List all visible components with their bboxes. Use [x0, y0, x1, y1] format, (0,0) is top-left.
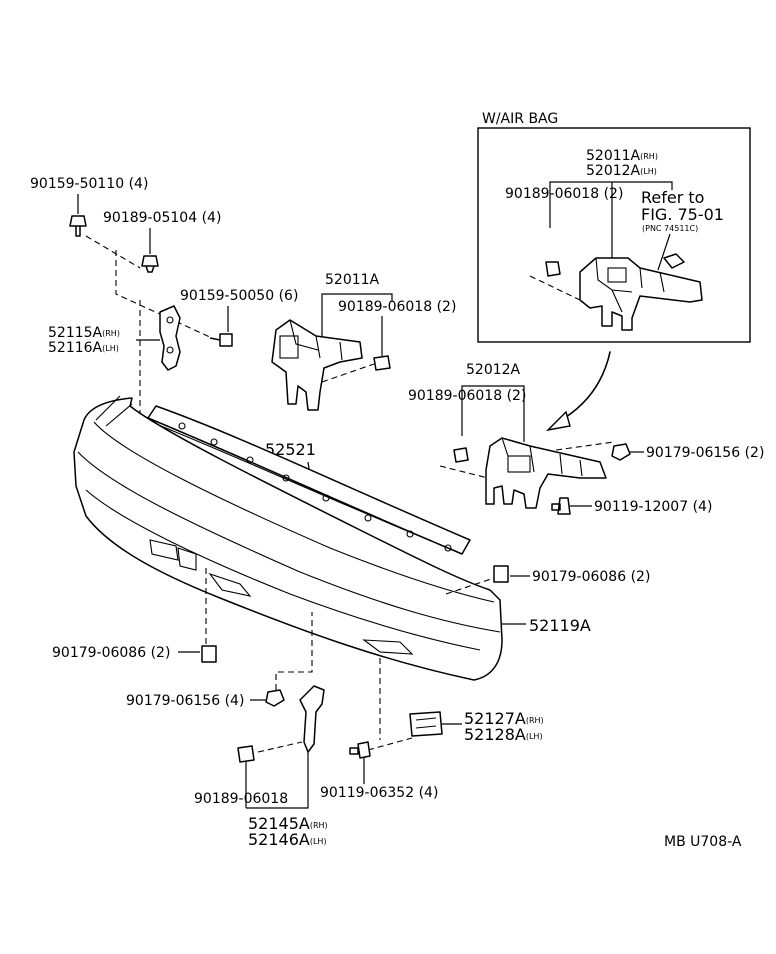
label-52146A: 52146A(LH) [248, 830, 327, 849]
reinforcement-52521: 52521 [147, 405, 471, 555]
inset-refer-2: FIG. 75-01 [641, 205, 724, 224]
clip-icon [141, 255, 159, 273]
bracket-52011A: 52011A 90189-06018 (2) [271, 272, 456, 411]
inset-refer-pnc: (PNC 74511C) [642, 224, 698, 233]
label-52115A: 52115A(RH) [48, 325, 120, 341]
diagram-code: MB U708-A [664, 834, 742, 850]
transition-arrow [545, 351, 611, 432]
label-90119-12007: 90119-12007 (4) [594, 499, 712, 515]
refer-leader [657, 233, 671, 271]
label-52521: 52521 [265, 440, 316, 459]
inset-bracket [529, 253, 703, 331]
label-90159-50050: 90159-50050 (6) [180, 288, 298, 304]
clip-nut-b [453, 447, 469, 463]
label-52119A: 52119A [529, 616, 591, 635]
inset-title: W/AIR BAG [482, 111, 558, 127]
upper-left-group: 90159-50110 (4) 90189-05104 (4) 90159-50… [30, 176, 298, 448]
label-52145A: 52145A(RH) [248, 814, 328, 833]
bracket-52012A: 52012A 90189-06018 (2) 90179-06156 (2) 9… [408, 362, 764, 515]
clip-nut [373, 355, 391, 371]
label-90189-05104: 90189-05104 (4) [103, 210, 221, 226]
label-90179-06156-b: 90179-06156 (4) [126, 693, 244, 709]
label-90189-06018-c: 90189-06018 [194, 791, 288, 807]
nut-icon [611, 443, 631, 461]
lower-bracket [299, 685, 325, 753]
label-52116A: 52116A(LH) [48, 340, 119, 356]
inset-refer-1: Refer to [641, 188, 704, 207]
air-bag-inset: W/AIR BAG 52011A(RH) 52012A(LH) 90189-06… [477, 111, 751, 343]
side-retainer [159, 305, 181, 371]
bumper-cover-52119A: 52119A [73, 395, 591, 681]
label-52128A: 52128A(LH) [464, 725, 543, 744]
label-90189-06018-a: 90189-06018 (2) [338, 299, 456, 315]
label-90179-06156-a: 90179-06156 (2) [646, 445, 764, 461]
lower-left-group: 90179-06086 (2) 90179-06156 (4) 90189-06… [52, 568, 328, 849]
right-fastener-06086: 90179-06086 (2) [445, 565, 650, 595]
label-90159-50110: 90159-50110 (4) [30, 176, 148, 192]
label-90189-06018-b: 90189-06018 (2) [408, 388, 526, 404]
lower-right-group: 52127A(RH) 52128A(LH) 90119-06352 (4) [320, 658, 544, 801]
label-90119-06352: 90119-06352 (4) [320, 785, 438, 801]
retainer-52127A [409, 711, 443, 737]
label-90179-06086-b: 90179-06086 (2) [52, 645, 170, 661]
label-90179-06086-a: 90179-06086 (2) [532, 569, 650, 585]
label-52127A: 52127A(RH) [464, 709, 544, 728]
inset-part-lh: 52012A(LH) [586, 163, 657, 179]
bolt-icon-b [551, 497, 571, 515]
inset-frame [477, 127, 751, 343]
bolt-icon [69, 215, 87, 237]
inset-leader [549, 181, 673, 228]
inset-part-rh: 52011A(RH) [586, 148, 658, 164]
inset-clip-label: 90189-06018 (2) [505, 186, 623, 202]
label-52012A: 52012A [466, 362, 521, 378]
screw-icon [209, 333, 233, 347]
label-52011A: 52011A [325, 272, 380, 288]
